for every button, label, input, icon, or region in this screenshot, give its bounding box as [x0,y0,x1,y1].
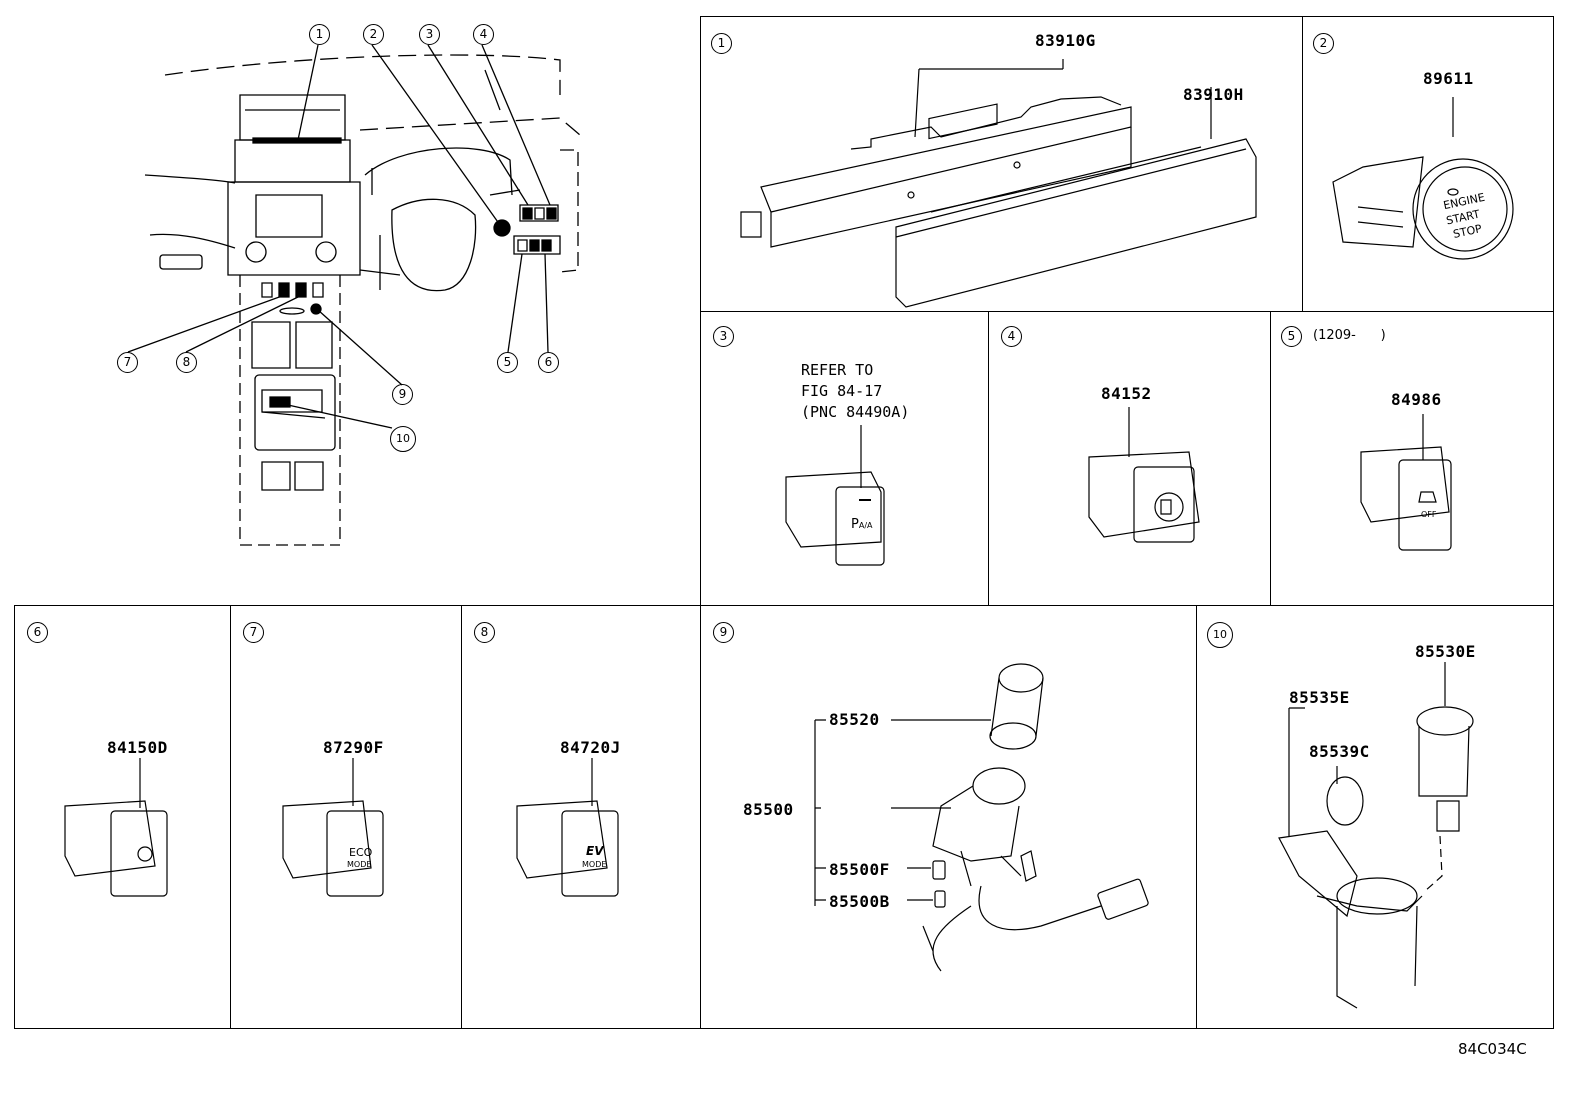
panel-3: 3 REFER TO FIG 84-17 (PNC 84490A) PA/A [700,311,990,607]
refer-note-line-2: FIG 84-17 [801,382,883,400]
part-84720J: 84720J [560,738,621,757]
panel-6: 6 84150D [14,605,232,1029]
dashboard-overview-drawing [0,0,700,600]
panel-8: 8 84720J EV MODE [461,605,702,1029]
cigarette-lighter-drawing [701,606,1199,1030]
part-83910H: 83910H [1183,85,1244,104]
part-84986: 84986 [1391,390,1442,409]
part-85535E: 85535E [1289,688,1350,707]
eco-mode-label-2: MODE [347,860,372,869]
part-89611: 89611 [1423,69,1474,88]
panel-7-index: 7 [243,622,264,643]
power-outlet-drawing [1197,606,1555,1030]
panel-9-index: 9 [713,622,734,643]
part-85520: 85520 [829,710,880,729]
callout-3: 3 [419,24,440,45]
part-84152: 84152 [1101,384,1152,403]
refer-note-line-1: REFER TO [801,361,874,379]
part-85500B: 85500B [829,892,890,911]
ev-mode-label-1: EV [586,844,604,858]
callout-6: 6 [538,352,559,373]
panel-7: 7 87290F ECO MODE [230,605,463,1029]
figure-code: 84C034C [1458,1040,1527,1058]
panel-4: 4 84152 [988,311,1272,607]
panel-3-index: 3 [713,326,734,347]
switch-87290F-drawing [231,606,464,1030]
callout-4: 4 [473,24,494,45]
part-85500F: 85500F [829,860,890,879]
callout-5: 5 [497,352,518,373]
date-range: (1209- ) [1313,328,1386,343]
vsc-off-switch-drawing [1271,312,1555,608]
panel-9: 9 85520 85500 85500F 85500B [700,605,1198,1029]
panel-10: 10 85530E 85535E 85539C [1196,605,1554,1029]
panel-6-index: 6 [27,622,48,643]
panel-2: 2 89611 ENGINE START STOP [1302,16,1554,313]
panel-4-index: 4 [1001,326,1022,347]
start-button-drawing [1303,17,1555,314]
part-83910G: 83910G [1035,31,1096,50]
part-85530E: 85530E [1415,642,1476,661]
switch-84150D-drawing [15,606,233,1030]
eco-mode-label-1: ECO [349,846,373,859]
off-label: OFF [1421,510,1437,519]
part-84150D: 84150D [107,738,168,757]
panel-10-index: 10 [1207,622,1233,648]
panel-5: 5 (1209- ) 84986 OFF [1270,311,1554,607]
callout-10: 10 [390,426,416,452]
p-switch-drawing [701,312,991,608]
ev-mode-label-2: MODE [582,860,607,869]
callout-2: 2 [363,24,384,45]
refer-note-line-3: (PNC 84490A) [801,403,910,421]
p-switch-label: PA/A [851,517,873,532]
display-unit-drawing [701,17,1305,314]
callout-9: 9 [392,384,413,405]
callout-7: 7 [117,352,138,373]
mirror-switch-drawing [989,312,1273,608]
part-85539C: 85539C [1309,742,1370,761]
callout-1: 1 [309,24,330,45]
part-85500: 85500 [743,800,794,819]
callout-8: 8 [176,352,197,373]
switch-84720J-drawing [462,606,703,1030]
part-87290F: 87290F [323,738,384,757]
panel-1-index: 1 [711,33,732,54]
panel-1: 1 83910G 83910H [700,16,1304,313]
panel-8-index: 8 [474,622,495,643]
panel-5-index: 5 [1281,326,1302,347]
panel-2-index: 2 [1313,33,1334,54]
